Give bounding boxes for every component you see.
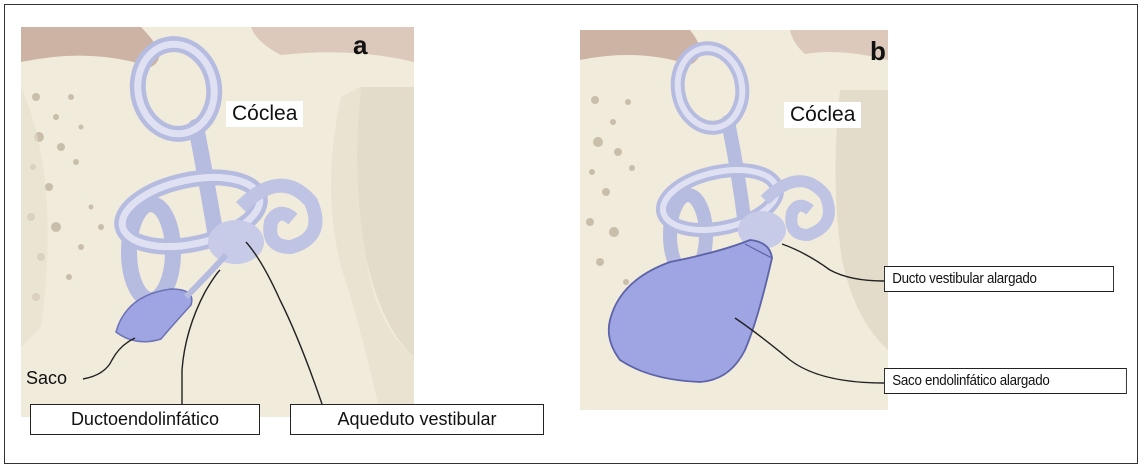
panel-a-illustration: a Cóclea bbox=[21, 27, 414, 417]
cochlea-label-a: Cóclea bbox=[226, 101, 303, 127]
inner-ear-normal-illustration bbox=[21, 27, 414, 417]
panel-letter-a: a bbox=[353, 30, 367, 61]
panel-b-illustration: b Cóclea bbox=[580, 30, 888, 410]
saco-endolinfatico-alargado-label: Saco endolinfático alargado bbox=[884, 368, 1127, 394]
inner-ear-enlarged-illustration bbox=[580, 30, 888, 410]
aqueduto-vestibular-label: Aqueduto vestibular bbox=[290, 404, 544, 435]
cochlea-label-b: Cóclea bbox=[784, 102, 861, 128]
ducto-endolinfatico-label: Ductoendolinfático bbox=[30, 404, 260, 435]
saco-label: Saco bbox=[26, 368, 67, 389]
panel-letter-b: b bbox=[870, 36, 886, 67]
ducto-vestibular-alargado-label: Ducto vestibular alargado bbox=[884, 266, 1114, 292]
